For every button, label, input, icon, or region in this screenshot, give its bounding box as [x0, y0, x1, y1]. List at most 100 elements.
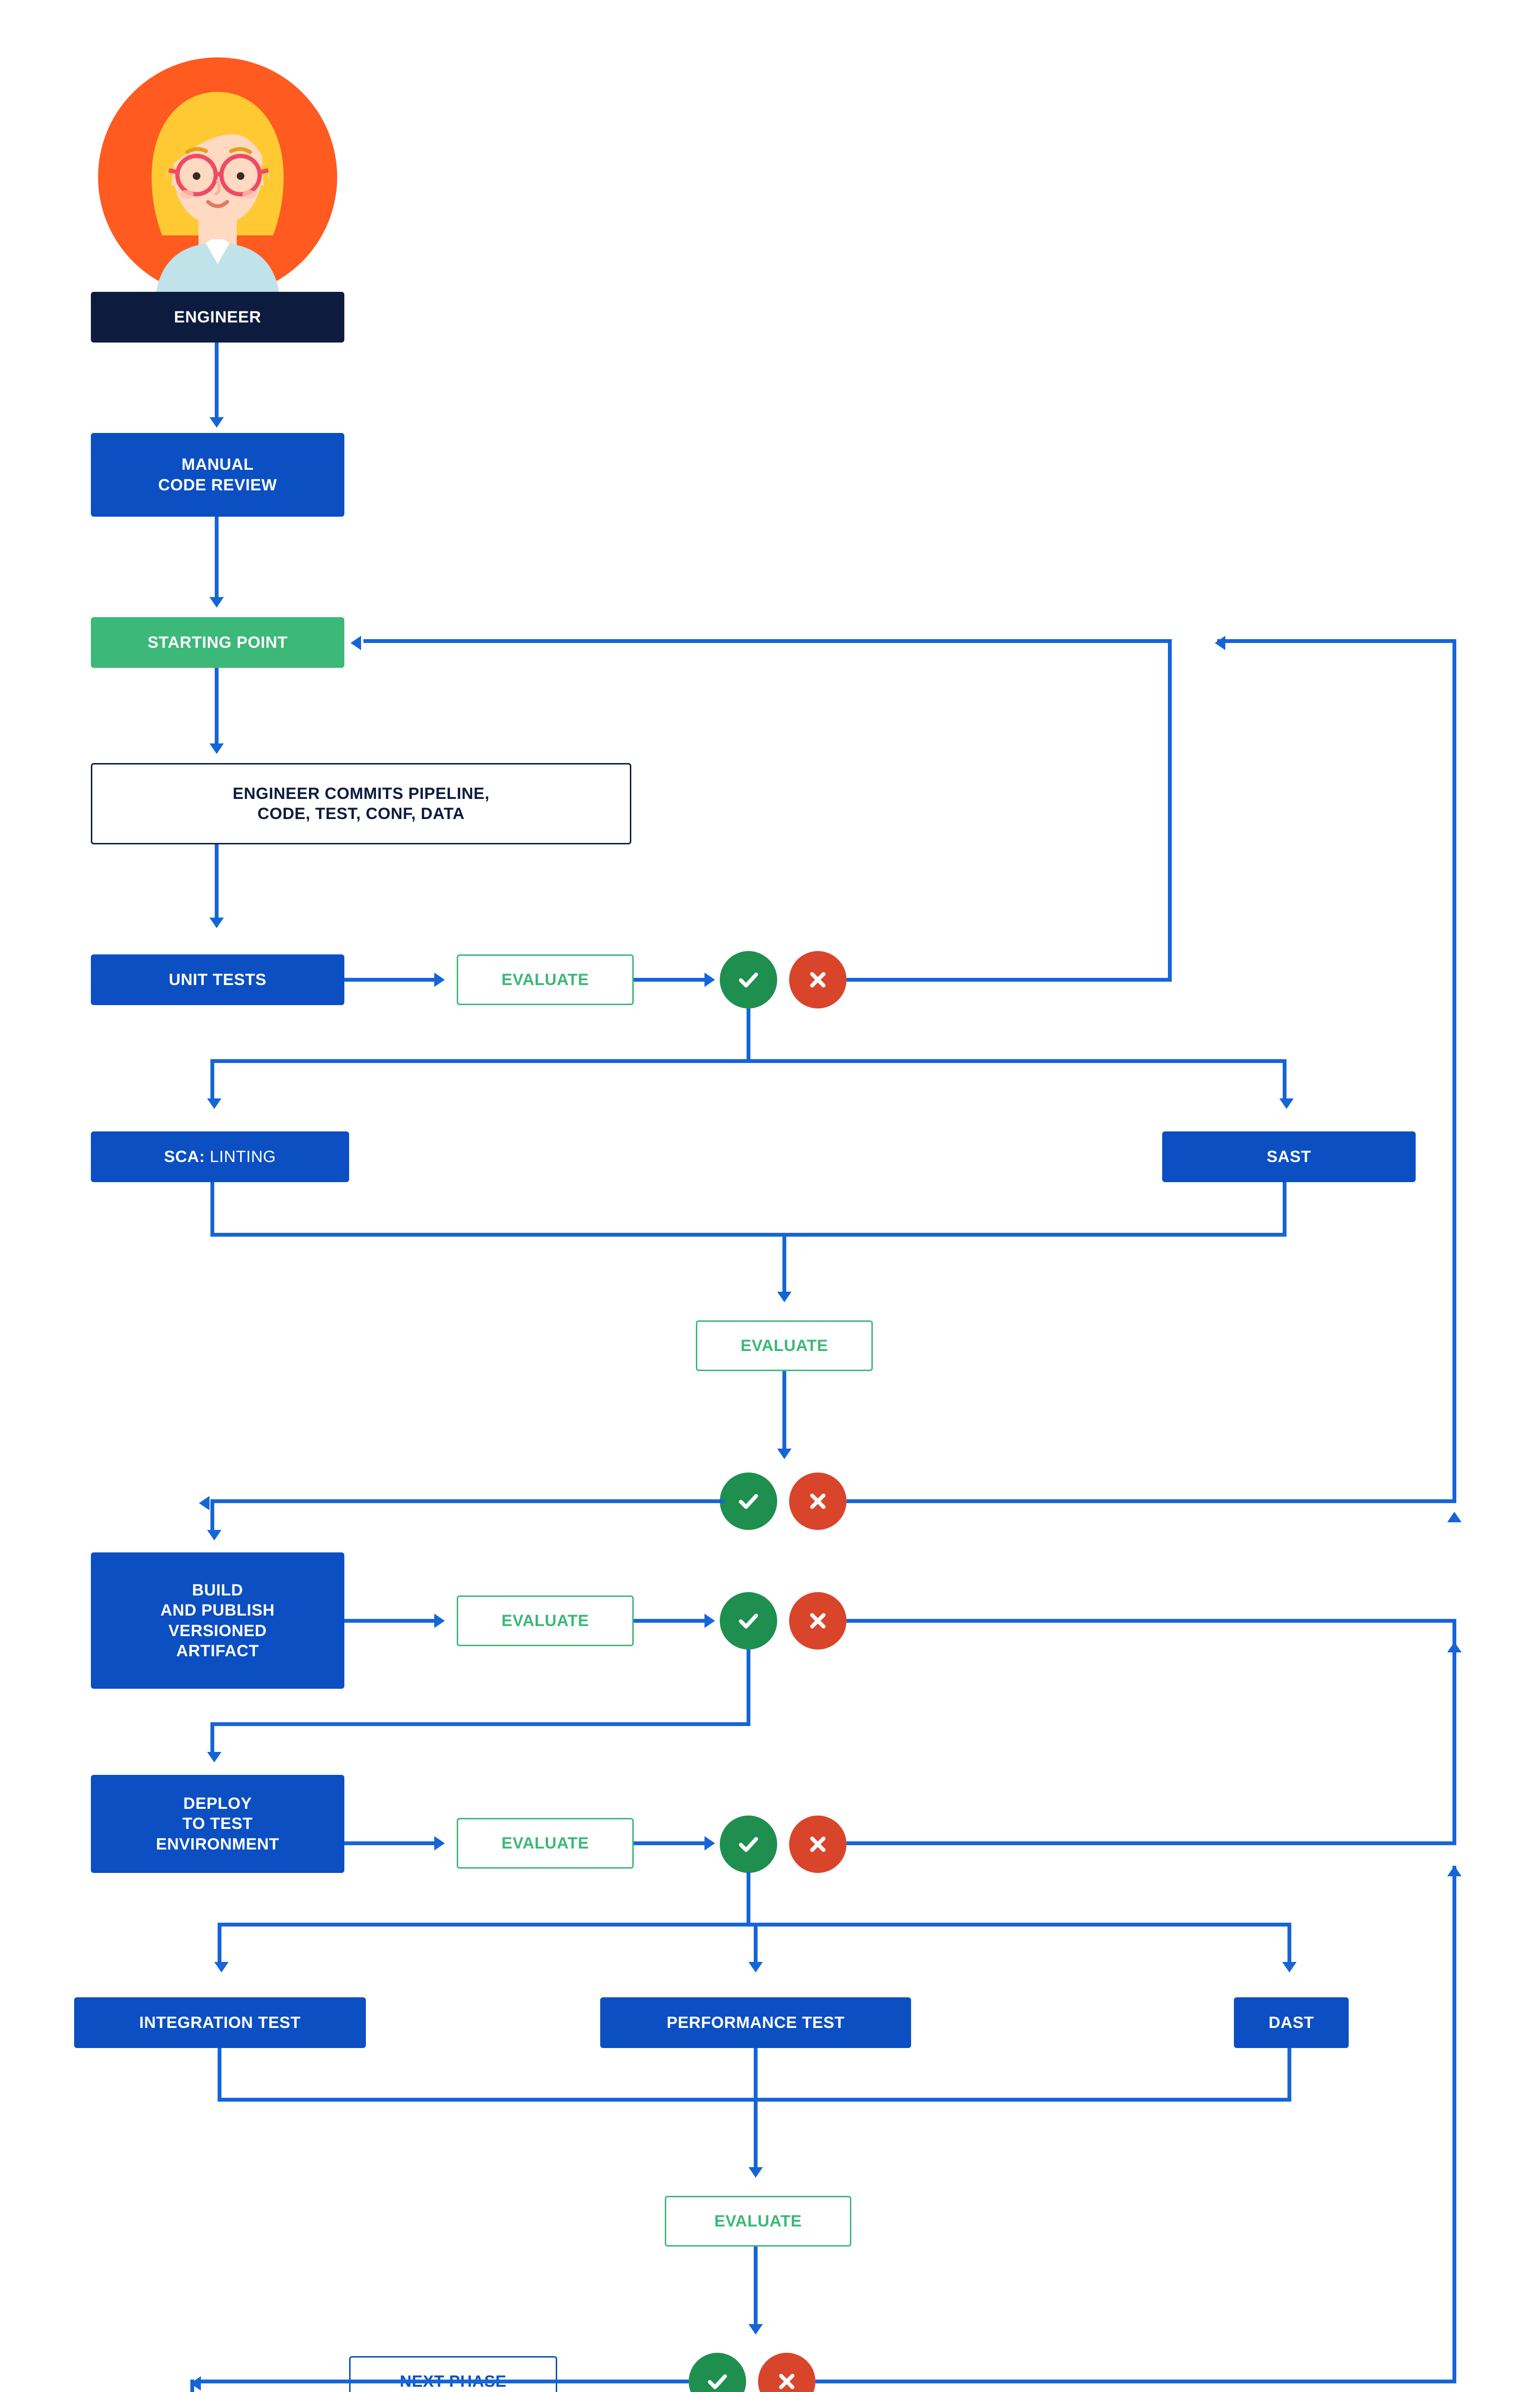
connector-to-dast-v [1287, 1923, 1291, 1966]
connector-fail-build-h [847, 1619, 1456, 1623]
dast-label: DAST [1268, 2013, 1314, 2032]
connector-pass-build-h [210, 1722, 750, 1726]
check-icon [720, 1816, 777, 1873]
arrowhead-down [209, 918, 224, 928]
connector-fail-final-h [815, 2380, 1456, 2383]
connector-sast-down [1283, 1182, 1287, 1235]
engineer-commits-line2: CODE, TEST, CONF, DATA [257, 805, 465, 823]
arrowhead-down [777, 1449, 792, 1459]
arrowhead-down [209, 743, 224, 754]
sast-label: SAST [1266, 1147, 1311, 1166]
arrowhead-left [199, 1496, 209, 1510]
connector-integration-down [218, 2048, 221, 2101]
gate-evaluate-deploy: EVALUATE [457, 1818, 634, 1869]
node-engineer: ENGINEER [91, 292, 344, 343]
node-integration-test: INTEGRATION TEST [74, 1997, 366, 2048]
performance-test-label: PERFORMANCE TEST [666, 2013, 845, 2032]
connector-pass-final-v [190, 2380, 194, 2392]
node-unit-tests: UNIT TESTS [91, 954, 344, 1005]
connector-to-performance-v [754, 1923, 758, 1966]
connector-unit-to-eval [344, 978, 438, 982]
arrowhead-right [704, 1614, 715, 1628]
starting-point-label: STARTING POINT [147, 633, 288, 652]
check-icon [720, 1473, 777, 1530]
unit-tests-label: UNIT TESTS [168, 970, 267, 989]
node-deploy-test-env: DEPLOY TO TEST ENVIRONMENT [91, 1775, 344, 1873]
connector-fail-final-v [1452, 1866, 1456, 2382]
deploy-line1: DEPLOY [183, 1794, 252, 1813]
connector-fail-static-h [847, 1499, 1456, 1503]
arrowhead-down [207, 1098, 221, 1109]
connector-pass-build-down [210, 1722, 214, 1755]
connector-to-integration-v [218, 1923, 221, 1966]
connector-sca-down [210, 1182, 214, 1235]
node-starting-point: STARTING POINT [91, 617, 344, 668]
build-line1: BUILD [192, 1581, 243, 1599]
evaluate-label-4: EVALUATE [501, 1834, 589, 1852]
check-icon [720, 951, 777, 1008]
connector-to-sca-v [210, 1059, 214, 1102]
check-icon [720, 1592, 777, 1650]
arrowhead-left [351, 636, 361, 650]
connector-fail-unit-h [847, 978, 1172, 982]
connector-fail-deploy-h [847, 1841, 1456, 1845]
connector-dast-down [1287, 2048, 1291, 2101]
connector-pass-static-v [210, 1499, 214, 1534]
build-line3: VERSIONED [168, 1621, 267, 1640]
connector-pass-static-h [210, 1499, 725, 1503]
engineer-avatar [98, 57, 337, 297]
arrowhead-right [704, 973, 715, 987]
integration-test-label: INTEGRATION TEST [139, 2013, 301, 2032]
connector-pass-deploy-v [747, 1872, 750, 1925]
manual-code-review-line2: CODE REVIEW [158, 476, 277, 494]
connector-join-to-eval2 [782, 1233, 786, 1295]
connector-fail-static-v [1452, 641, 1456, 1502]
node-engineer-label: ENGINEER [174, 308, 262, 326]
arrowhead-right [434, 1614, 445, 1628]
gate-evaluate-static-analysis: EVALUATE [696, 1320, 873, 1371]
connector-join-to-eval5 [754, 2048, 758, 2170]
evaluate-label-3: EVALUATE [501, 1611, 589, 1630]
arrowhead-down [207, 1530, 221, 1540]
sca-linting-label: SCA: LINTING [164, 1148, 276, 1166]
check-icon [689, 2353, 746, 2392]
gate-evaluate-build: EVALUATE [457, 1595, 634, 1646]
evaluate-label-2: EVALUATE [740, 1336, 828, 1355]
connector-review-to-start [215, 517, 219, 599]
connector-eval2-down [782, 1371, 786, 1452]
connector-to-sast-v [1283, 1059, 1287, 1102]
sca-linting-suffix: LINTING [205, 1147, 276, 1166]
connector-pass-final-h [201, 2380, 689, 2383]
node-build-publish-artifact: BUILD AND PUBLISH VERSIONED ARTIFACT [91, 1552, 344, 1689]
node-performance-test: PERFORMANCE TEST [600, 1997, 911, 2048]
arrowhead-down [209, 597, 224, 608]
connector-eval5-down [754, 2247, 758, 2328]
node-next-phase: NEXT PHASE [349, 2356, 557, 2392]
arrowhead-up [1447, 1866, 1462, 1876]
arrowhead-down [1282, 1962, 1297, 1972]
arrowhead-right [434, 973, 445, 987]
connector-deploy-to-eval [344, 1841, 438, 1845]
cross-icon [789, 951, 847, 1008]
node-sast: SAST [1162, 1131, 1416, 1182]
connector-pass-unit-v [747, 1008, 750, 1061]
connector-eval-to-status [634, 978, 708, 982]
arrowhead-down [1279, 1098, 1294, 1109]
manual-code-review-line1: MANUAL [181, 455, 254, 474]
arrowhead-down [214, 1962, 229, 1972]
arrowhead-down [748, 1962, 763, 1972]
evaluate-label-1: EVALUATE [501, 970, 589, 989]
connector-eval3-to-status [634, 1619, 708, 1623]
cross-icon [789, 1473, 847, 1530]
arrowhead-left [1215, 636, 1225, 650]
gate-evaluate-dynamic-tests: EVALUATE [665, 2196, 851, 2247]
arrowhead-down [748, 2167, 763, 2178]
arrowhead-up [1447, 1642, 1462, 1652]
arrowhead-down [209, 417, 224, 428]
connector-fail-deploy-v [1452, 1619, 1456, 1844]
node-sca-linting: SCA: LINTING [91, 1131, 349, 1182]
sca-linting-prefix: SCA: [164, 1147, 205, 1166]
cross-icon [758, 2353, 815, 2392]
cross-icon [789, 1592, 847, 1650]
